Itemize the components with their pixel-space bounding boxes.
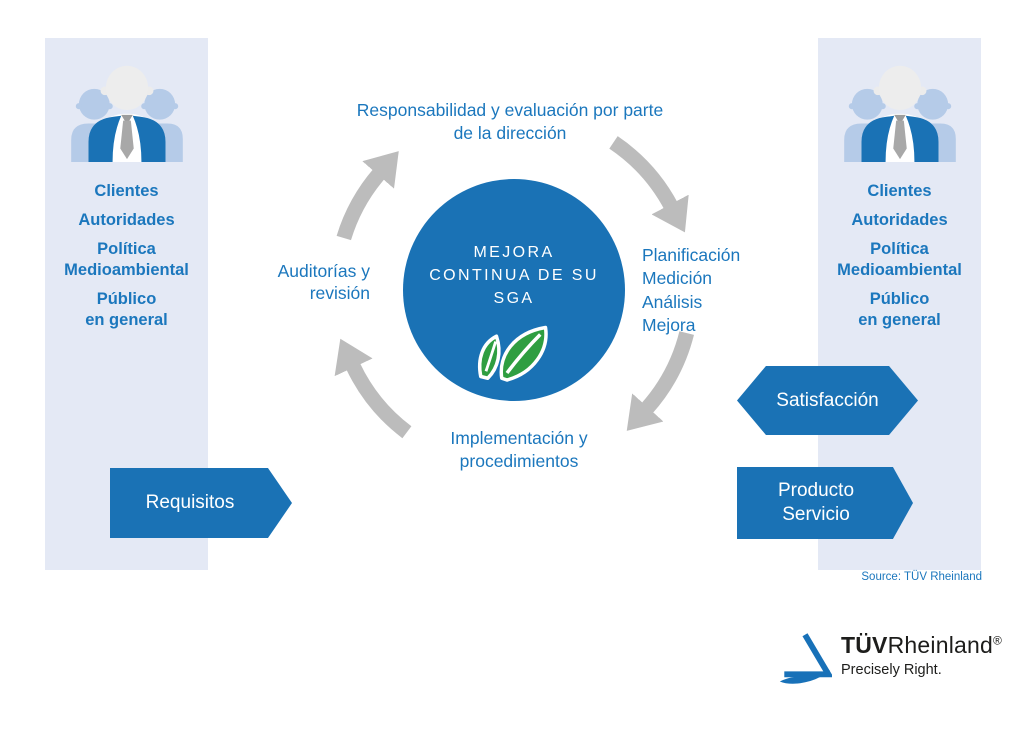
leaf-icon — [472, 320, 556, 389]
badge-satisfaccion: Satisfacción — [737, 366, 918, 435]
label-audits-review: Auditorías y revisión — [277, 261, 370, 303]
stakeholder-item: Política Medioambiental — [64, 240, 189, 279]
source-credit: Source: TÜV Rheinland — [861, 571, 982, 583]
tuv-triangle-icon — [779, 633, 832, 684]
stakeholders-icon — [70, 65, 183, 162]
stakeholder-item: Autoridades — [78, 211, 175, 229]
sga-circle-label: MEJORA CONTINUA DE SU SGA — [429, 244, 599, 307]
cycle-arrow-bottom-right-icon — [626, 331, 694, 431]
tuv-logo-rheinland: Rheinland — [887, 632, 993, 658]
tuv-rheinland-logo: TÜVRheinland® Precisely Right. — [778, 630, 1002, 688]
stakeholder-list-left: Clientes Autoridades Política Medioambie… — [64, 181, 189, 339]
stakeholder-item: Autoridades — [851, 211, 948, 229]
cycle-arrow-top-right-icon — [609, 136, 689, 233]
registered-mark: ® — [993, 633, 1003, 648]
cycle-arrow-bottom-left-icon — [334, 338, 412, 439]
tuv-logo-tagline: Precisely Right. — [841, 662, 942, 678]
stakeholder-list-right: Clientes Autoridades Política Medioambie… — [837, 181, 962, 339]
tuv-logo-tuv: TÜV — [841, 632, 888, 658]
cycle-arrow-top-left-icon — [336, 151, 399, 241]
tuv-logo-text: TÜVRheinland® Precisely Right. — [841, 630, 1002, 678]
stakeholder-item: Clientes — [94, 182, 159, 200]
stakeholder-item: Clientes — [867, 182, 932, 200]
label-implementation-procedures: Implementación y procedimientos — [450, 428, 588, 471]
badge-requisitos: Requisitos — [110, 468, 292, 538]
sga-circle: MEJORA CONTINUA DE SU SGA — [403, 179, 625, 401]
tuv-logo-wordmark: TÜVRheinland® — [841, 630, 1002, 660]
stakeholders-icon — [843, 65, 956, 162]
badge-producto-servicio: Producto Servicio — [737, 467, 913, 539]
label-management-responsibility: Responsabilidad y evaluación por parte d… — [356, 100, 664, 143]
label-planning-measure-analysis: Planificación Medición Análisis Mejora — [642, 245, 741, 335]
stakeholder-item: Política Medioambiental — [837, 240, 962, 279]
stakeholder-item: Público en general — [858, 290, 941, 329]
stakeholder-item: Público en general — [85, 290, 168, 329]
